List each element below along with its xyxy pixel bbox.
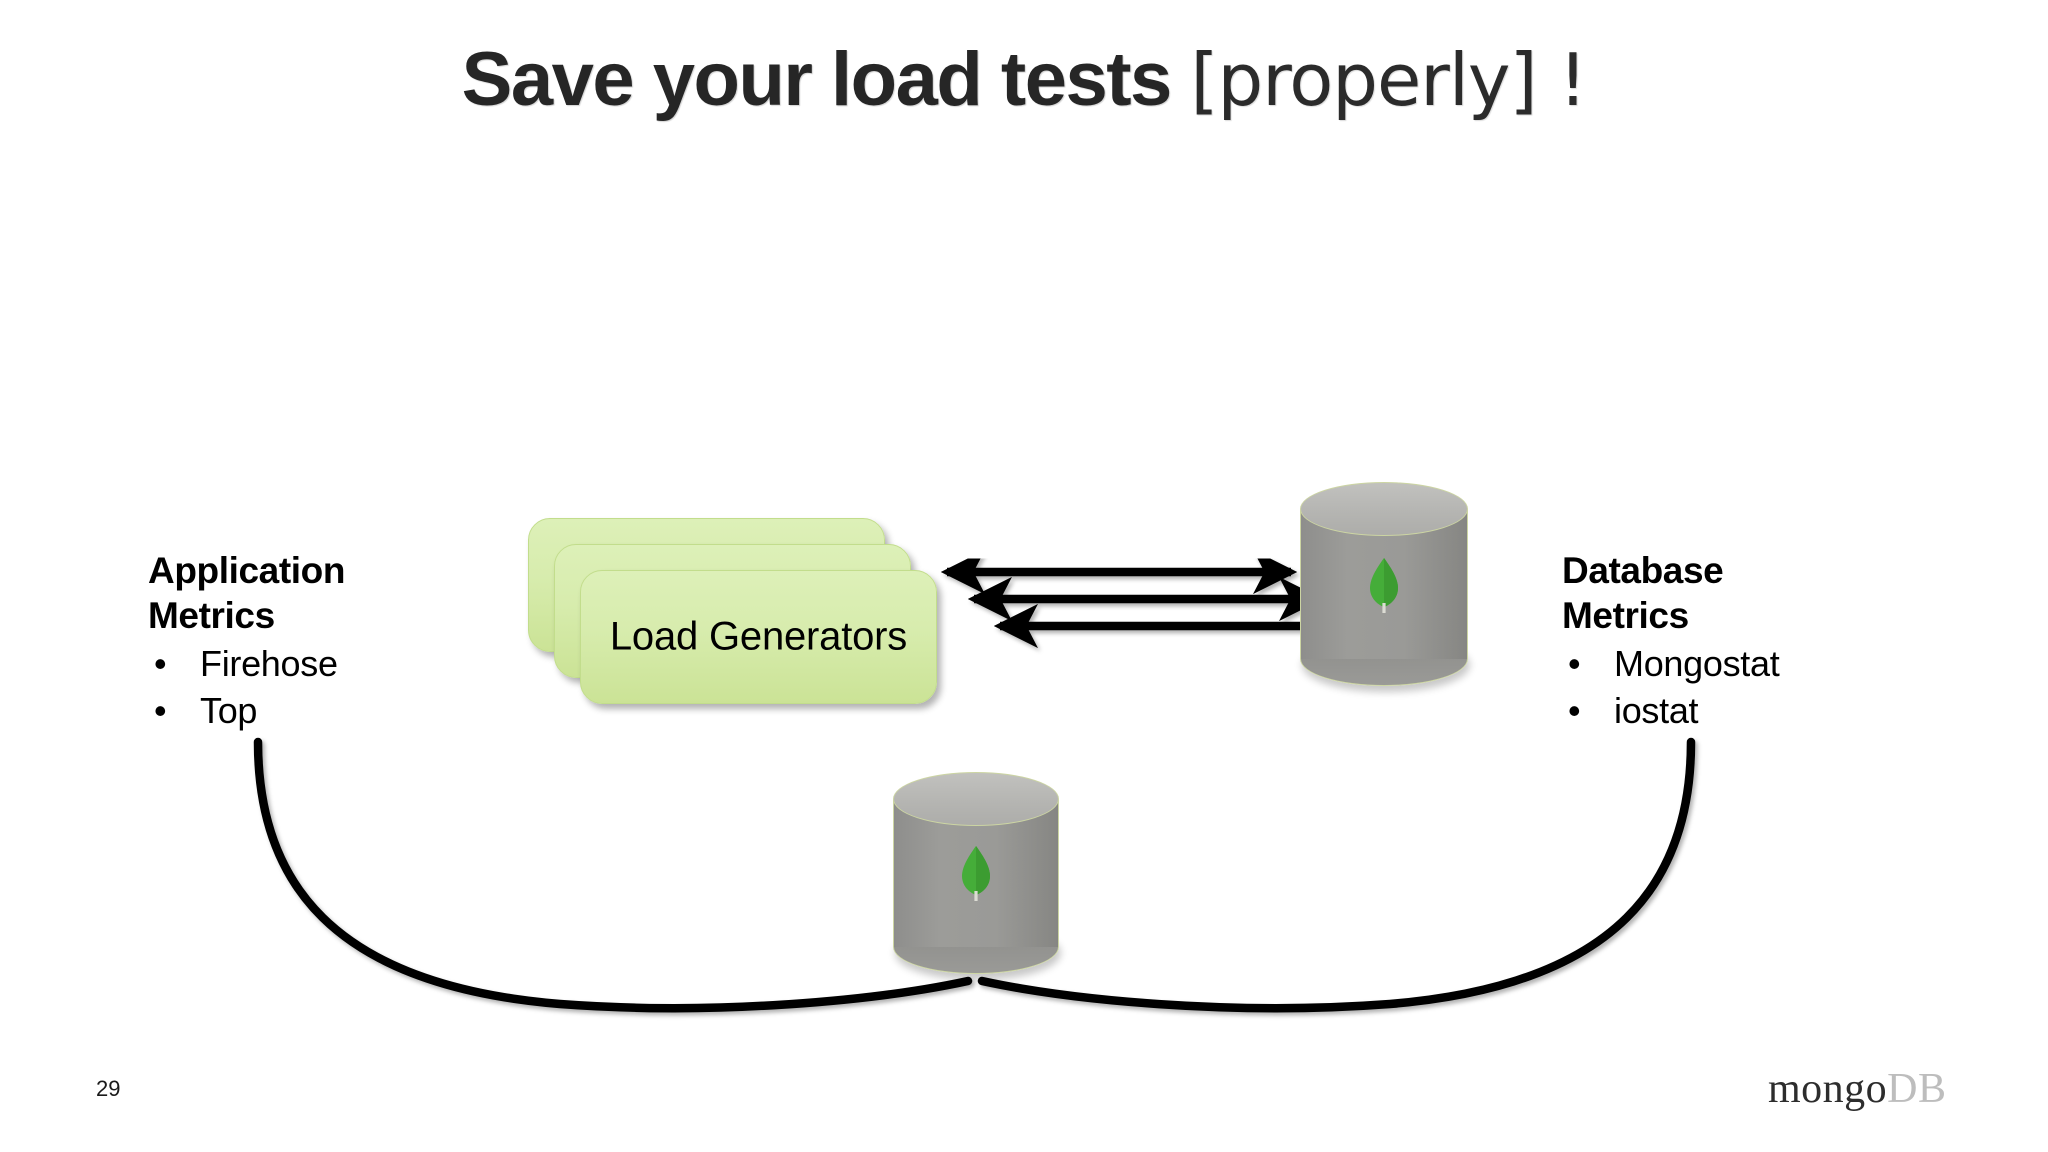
list-item-label: Firehose (200, 643, 338, 684)
application-metrics-heading-line1: Application (148, 550, 346, 591)
mongodb-logo-mongo: mongo (1768, 1066, 1888, 1112)
list-item-label: iostat (1614, 690, 1699, 731)
page-title-tail: [properly] ! (1190, 38, 1587, 122)
curve-app-metrics-to-db (253, 737, 973, 1013)
application-metrics-block: Application Metrics • Firehose • Top (148, 548, 508, 734)
double-arrow-group (940, 549, 1350, 649)
database-metrics-heading: Database Metrics (1562, 548, 1952, 638)
bullet-icon: • (1568, 690, 1581, 731)
mongodb-logo-db: DB (1887, 1066, 1947, 1112)
page-title-main: Save your load tests (461, 37, 1191, 122)
bullet-icon: • (154, 690, 167, 731)
page-title: Save your load tests [properly] ! (0, 42, 2048, 118)
database-metrics-list: • Mongostat • iostat (1562, 640, 1952, 734)
page-number: 29 (96, 1076, 121, 1101)
cylinder-top-ellipse (893, 772, 1059, 826)
mongodb-logo: mongoDB (1768, 1068, 1947, 1110)
list-item: • Top (148, 687, 508, 734)
list-item-label: Top (200, 690, 258, 731)
list-item: • Firehose (148, 640, 508, 687)
mongodb-leaf-icon (962, 846, 990, 901)
database-metrics-heading-line2: Metrics (1562, 595, 1689, 636)
cylinder-top-ellipse (1300, 482, 1468, 536)
database-metrics-block: Database Metrics • Mongostat • iostat (1562, 548, 1952, 734)
database-cylinder-bottom (893, 772, 1059, 974)
bullet-icon: • (154, 643, 167, 684)
load-generators-stack: Load Generators (528, 518, 938, 704)
mongodb-leaf-icon (1370, 558, 1398, 613)
application-metrics-heading: Application Metrics (148, 548, 508, 638)
load-generators-label: Load Generators (609, 614, 908, 659)
application-metrics-heading-line2: Metrics (148, 595, 275, 636)
list-item: • iostat (1562, 687, 1952, 734)
database-metrics-heading-line1: Database (1562, 550, 1724, 591)
list-item-label: Mongostat (1614, 643, 1780, 684)
list-item: • Mongostat (1562, 640, 1952, 687)
bullet-icon: • (1568, 643, 1581, 684)
database-cylinder-right (1300, 482, 1468, 686)
curve-db-metrics-to-db (977, 737, 1696, 1013)
application-metrics-list: • Firehose • Top (148, 640, 508, 734)
load-generator-card-front: Load Generators (580, 570, 937, 704)
